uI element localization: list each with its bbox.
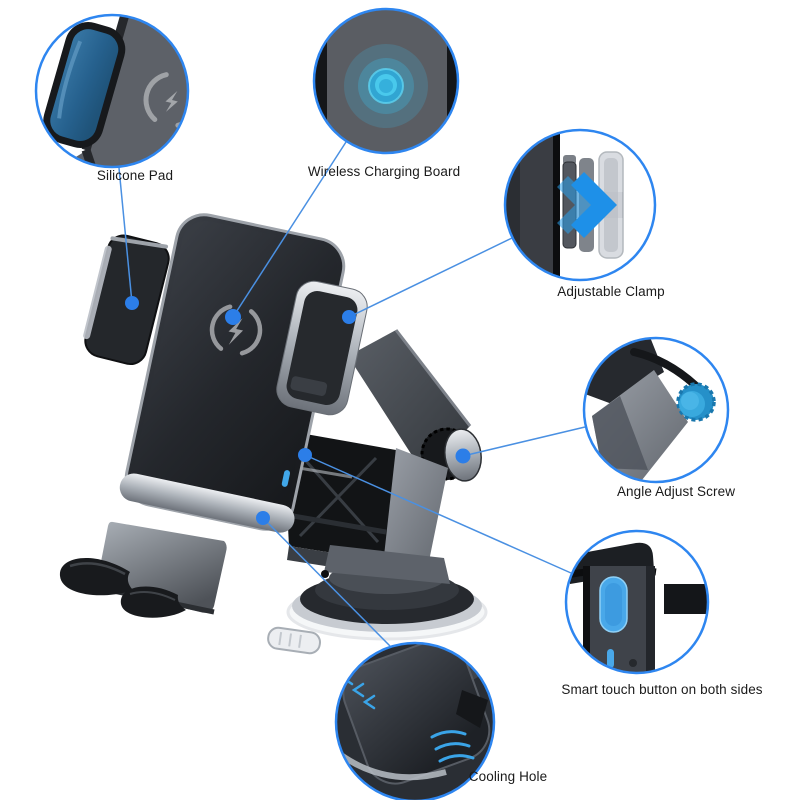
leader-lines xyxy=(118,141,586,647)
leader-line xyxy=(348,237,513,318)
angle-screw-knob xyxy=(676,382,716,422)
connector-dot xyxy=(298,448,312,462)
phone-cradle xyxy=(119,213,346,533)
callout-smart-touch-button xyxy=(564,529,710,675)
lightning-icon xyxy=(228,318,244,345)
callout-cooling-hole xyxy=(334,641,496,800)
chevron-right-icon xyxy=(557,172,617,238)
leader-line xyxy=(262,517,391,647)
callout-wireless-charging-board xyxy=(312,7,460,155)
leader-line xyxy=(304,454,572,574)
connector-dot xyxy=(342,310,356,324)
leader-line xyxy=(232,141,347,318)
callout-label-cooling-hole: Cooling Hole xyxy=(468,769,548,784)
foot-hook xyxy=(120,586,186,618)
suction-base xyxy=(286,545,488,641)
callout-label-smart-touch-button: Smart touch button on both sides xyxy=(561,682,763,697)
callout-label-silicone-pad: Silicone Pad xyxy=(96,168,174,183)
callout-label-angle-adjust-screw: Angle Adjust Screw xyxy=(616,484,736,499)
base-lever xyxy=(267,626,321,655)
callout-angle-adjust-screw xyxy=(582,336,730,484)
connector-dot xyxy=(225,309,241,325)
wireless-charging-symbol-icon xyxy=(209,303,263,357)
product-image xyxy=(59,213,488,655)
connector-dot xyxy=(455,448,471,464)
touch-button-slit xyxy=(281,470,291,487)
connector-dot xyxy=(125,296,139,310)
callout-label-adjustable-clamp: Adjustable Clamp xyxy=(557,284,665,299)
bottom-foot xyxy=(59,521,227,618)
foot-hook xyxy=(59,558,133,596)
charging-glow xyxy=(344,44,428,128)
leader-line xyxy=(462,426,586,457)
touch-button-detail xyxy=(599,576,628,633)
callout-adjustable-clamp xyxy=(503,128,657,282)
callout-silicone-pad xyxy=(34,13,190,169)
connector-dot xyxy=(256,511,270,525)
connector-dots xyxy=(125,296,471,525)
callout-label-wireless-charging-board: Wireless Charging Board xyxy=(307,164,461,179)
arm-lower xyxy=(384,448,448,566)
leader-line xyxy=(118,167,133,304)
silicone-pad-detail xyxy=(43,22,126,148)
